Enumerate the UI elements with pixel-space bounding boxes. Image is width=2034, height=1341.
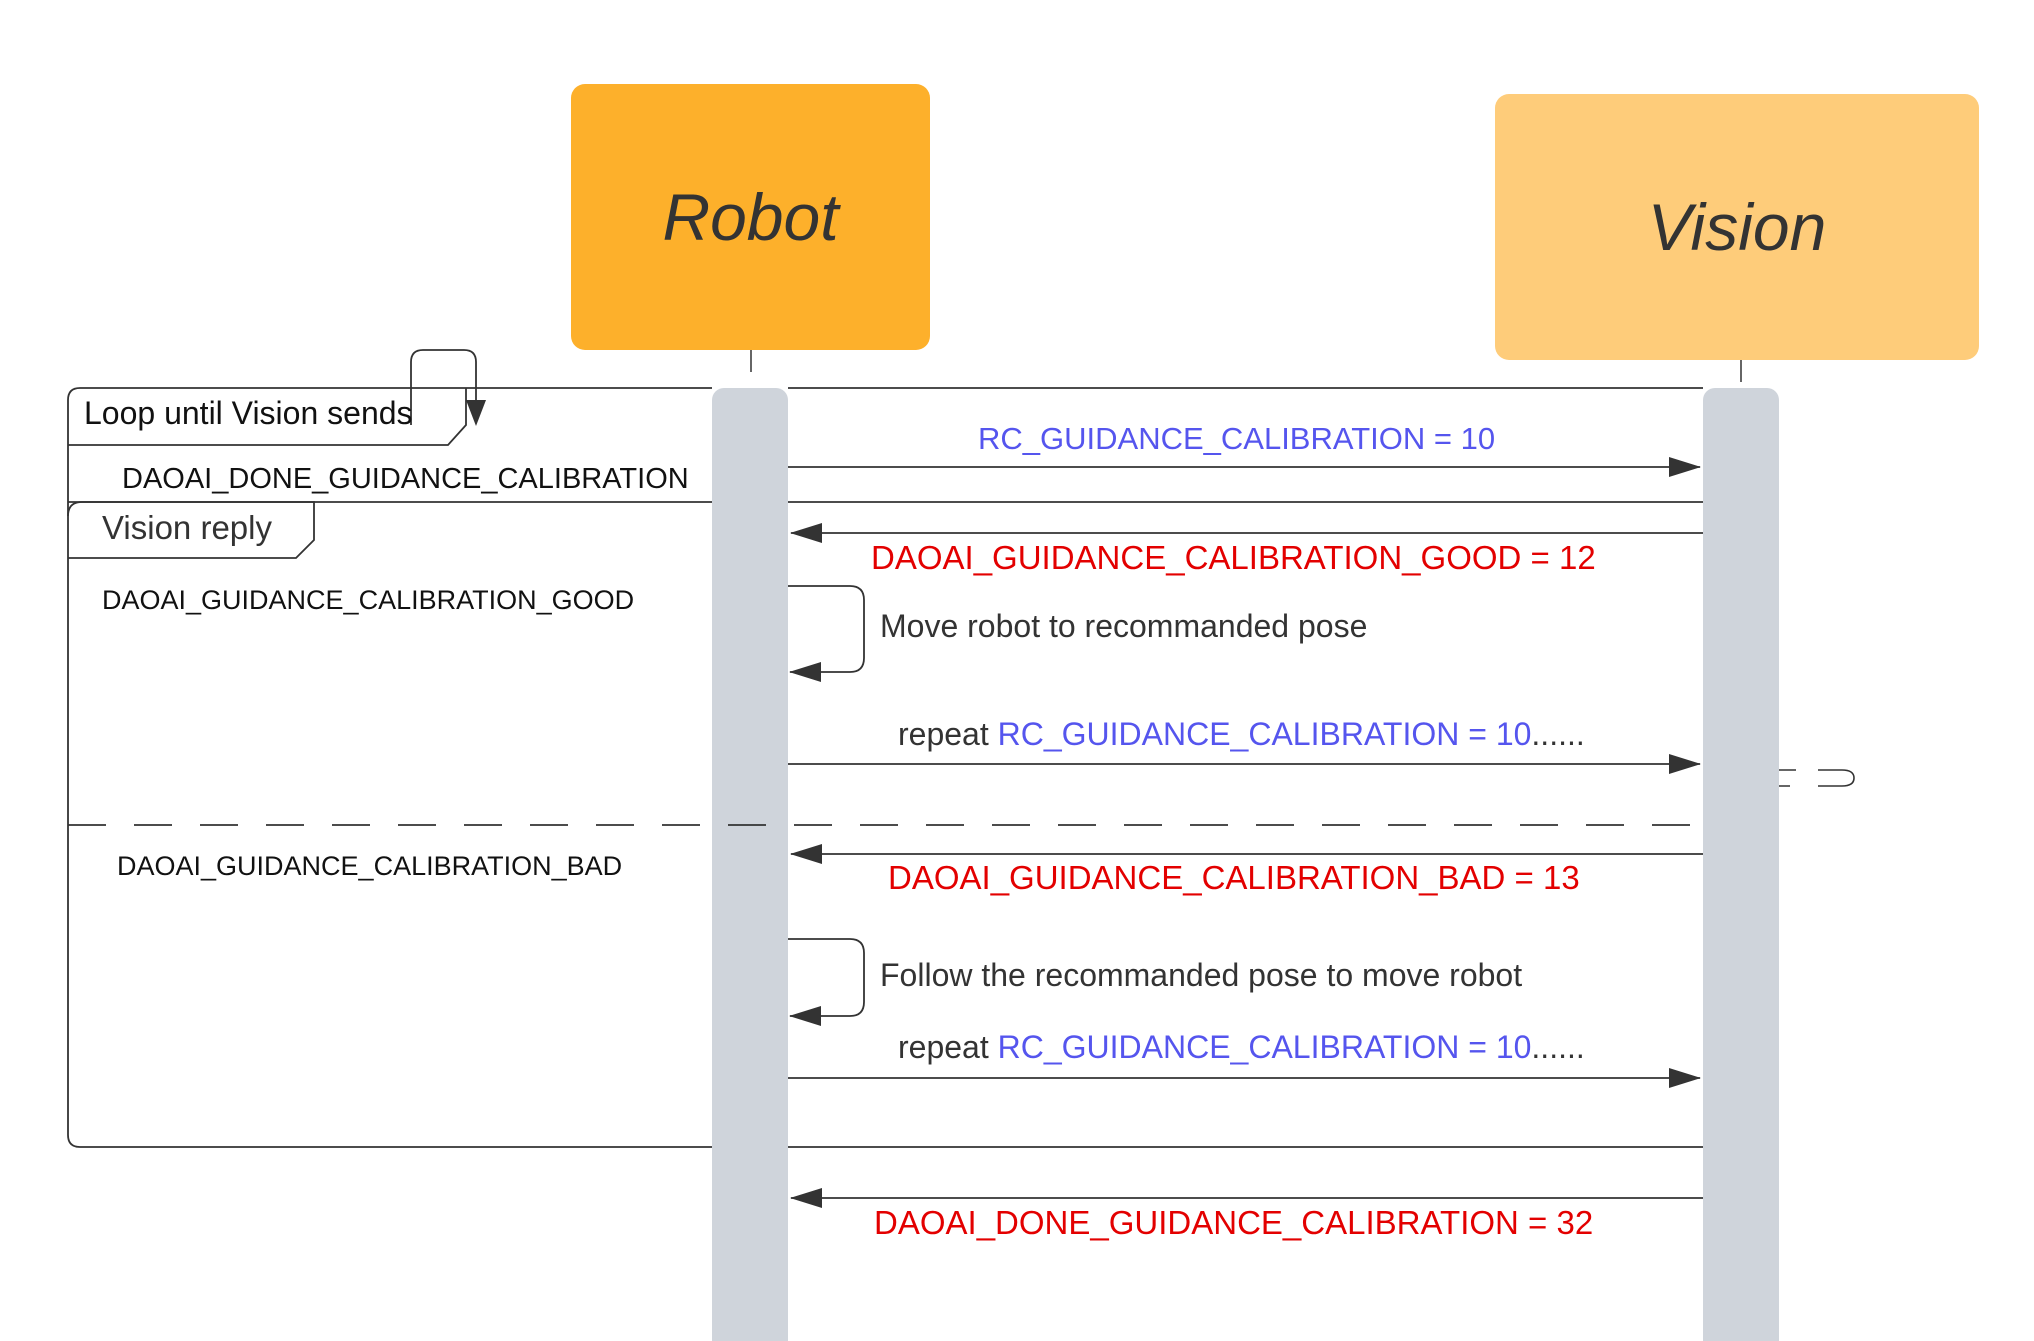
message-m5-label: repeat RC_GUIDANCE_CALIBRATION = 10.....…	[898, 1031, 1585, 1063]
vision-partial-mark	[1779, 769, 1855, 787]
message-m4-label: DAOAI_GUIDANCE_CALIBRATION_BAD = 13	[888, 859, 1580, 896]
message-m5-prefix: repeat	[898, 1029, 989, 1065]
alt-guard-good: DAOAI_GUIDANCE_CALIBRATION_GOOD	[102, 585, 635, 615]
actor-robot-label: Robot	[662, 180, 839, 254]
loop-label-tab	[68, 388, 467, 446]
alt-frame-label: Vision reply	[102, 509, 272, 546]
self-message-2-label: Follow the recommanded pose to move robo…	[880, 957, 1523, 993]
message-m5-suffix: ......	[1531, 1029, 1585, 1065]
message-m3-label: repeat RC_GUIDANCE_CALIBRATION = 10.....…	[898, 718, 1585, 750]
message-m6-label: DAOAI_DONE_GUIDANCE_CALIBRATION = 32	[874, 1204, 1594, 1241]
message-m3-suffix: ......	[1531, 716, 1585, 752]
actor-vision[interactable]: Vision	[1495, 94, 1979, 360]
message-m5-code: RC_GUIDANCE_CALIBRATION = 10	[997, 1029, 1532, 1065]
robot-lifeline	[712, 388, 788, 1341]
actor-robot[interactable]: Robot	[571, 84, 930, 350]
self-arrow-2	[788, 938, 865, 1026]
loop-self-arrowhead	[466, 400, 486, 426]
alt-label-tab	[67, 501, 315, 559]
alt-guard-bad: DAOAI_GUIDANCE_CALIBRATION_BAD	[117, 851, 623, 881]
self-arrow-1	[788, 585, 865, 682]
loop-frame-label: Loop until Vision sends	[84, 395, 413, 431]
vision-lifeline	[1703, 388, 1779, 1341]
message-m2-label: DAOAI_GUIDANCE_CALIBRATION_GOOD = 12	[871, 539, 1596, 576]
message-m1-label: RC_GUIDANCE_CALIBRATION = 10	[978, 421, 1496, 456]
message-m3-code: RC_GUIDANCE_CALIBRATION = 10	[997, 716, 1532, 752]
loop-frame	[67, 387, 712, 1148]
actor-vision-label: Vision	[1647, 190, 1827, 264]
self-message-1-label: Move robot to recommanded pose	[880, 608, 1368, 644]
message-m3-prefix: repeat	[898, 716, 989, 752]
loop-guard: DAOAI_DONE_GUIDANCE_CALIBRATION	[122, 463, 689, 495]
loop-self-arrow	[410, 349, 477, 425]
